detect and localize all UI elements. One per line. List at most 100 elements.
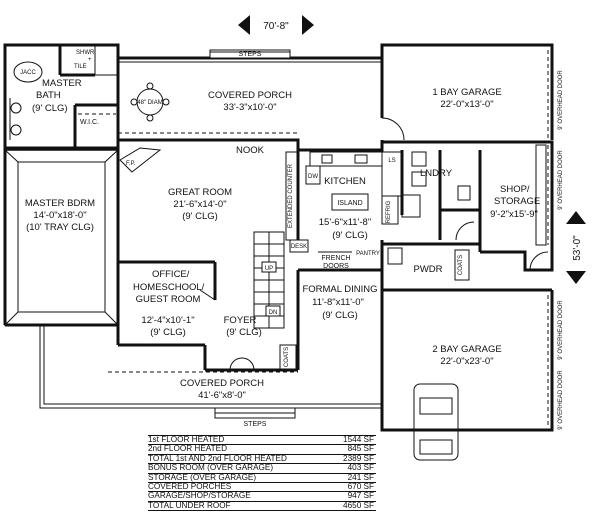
island-label: ISLAND	[337, 200, 362, 207]
laundry: LNDRY	[400, 150, 480, 240]
table-diameter-label: 48" DIAM	[137, 100, 162, 106]
rear-porch-name: COVERED PORCH	[208, 90, 292, 101]
area-value: 2389 SF	[343, 453, 374, 463]
area-table: 1st FLOOR HEATED 1544 SF 2nd FLOOR HEATED…	[148, 435, 376, 512]
front-steps-label: STEPS	[244, 421, 267, 428]
master-bedroom: MASTER BDRM 14'-0"x18'-0" (10' TRAY CLG)	[4, 149, 119, 326]
nook-label: NOOK	[236, 145, 265, 156]
area-value: 241 SF	[347, 472, 374, 482]
garage1-size: 22'-0"x13'-0"	[440, 99, 493, 110]
great-room: F.P. NOOK GREAT ROOM 21'-6"x14'-0" (9' C…	[118, 132, 298, 222]
area-row: TOTAL UNDER ROOF 4650 SF	[148, 500, 376, 512]
car-icon	[413, 383, 459, 461]
fireplace-label: F.P.	[126, 161, 136, 167]
garage2-size: 22'-0"x23'-0"	[440, 356, 493, 367]
area-label: BONUS ROOM (OVER GARAGE)	[148, 463, 274, 473]
area-value: 4650 SF	[343, 500, 374, 510]
area-value: 947 SF	[347, 491, 374, 501]
depth-dimension-marker: 53'-0"	[566, 211, 586, 284]
overhead-door-label-4: 9' OVERHEAD DOOR	[558, 370, 564, 430]
office: OFFICE/ HOMESCHOOL/ GUEST ROOM 12'-4"x10…	[118, 260, 217, 338]
refrigerator-label: REFRIG	[386, 200, 392, 223]
office-ceiling: (9' CLG)	[150, 327, 186, 338]
formal-dining-size: 11'-8"x11'-0"	[312, 297, 364, 308]
kitchen-size: 15'-6"x11'-8"	[319, 217, 371, 228]
area-value: 1544 SF	[343, 435, 374, 444]
area-label: TOTAL 1st AND 2nd FLOOR HEATED	[148, 453, 287, 463]
area-label: STORAGE (OVER GARAGE)	[148, 472, 257, 482]
jacuzzi-tub	[13, 61, 43, 83]
rear-steps-label: STEPS	[239, 51, 262, 58]
great-room-ceiling: (9' CLG)	[182, 211, 218, 222]
formal-dining-ceiling: (9' CLG)	[322, 310, 358, 321]
pantry-powder: PANTRY PWDR COATS	[356, 240, 480, 281]
width-dimension-marker: 70'-8"	[238, 15, 314, 35]
area-value: 403 SF	[347, 463, 374, 473]
area-row: 1st FLOOR HEATED 1544 SF	[148, 435, 376, 446]
kitchen-island	[331, 193, 369, 211]
shop-storage-size: 9'-2"x15'-9"	[490, 209, 538, 220]
great-room-size: 21'-6"x14'-0"	[173, 199, 226, 210]
overhead-door-label-3: 9' OVERHEAD DOOR	[558, 300, 564, 360]
stairs: UP DN	[253, 231, 285, 329]
front-porch-name: COVERED PORCH	[180, 378, 264, 389]
kitchen-ceiling: (9' CLG)	[332, 230, 368, 241]
front-porch: STEPS COVERED PORCH 41'-6"x8'-0"	[39, 325, 382, 428]
kitchen: EXTENDED COUNTER LS DW REFRIG ISLAND KIT…	[285, 150, 403, 253]
area-label: TOTAL UNDER ROOF	[148, 500, 231, 510]
area-label: GARAGE/SHOP/STORAGE	[148, 491, 251, 501]
foyer-coats-label: COATS	[284, 347, 290, 367]
master-bdrm-ceiling: (10' TRAY CLG)	[26, 222, 94, 233]
depth-dimension: 53'-0"	[572, 235, 583, 261]
master-bdrm-size: 14'-0"x18'-0"	[33, 210, 86, 221]
overhead-door-label-1: 9' OVERHEAD DOOR	[558, 70, 564, 130]
office-size: 12'-4"x10'-1"	[141, 315, 194, 326]
shower-label: SHWR+TILE	[74, 50, 95, 70]
area-row: GARAGE/SHOP/STORAGE 947 SF	[148, 491, 376, 502]
stairs-down-label: DN	[269, 310, 278, 316]
laundry-label: LNDRY	[420, 168, 453, 179]
overhead-door-label-2: 9' OVERHEAD DOOR	[558, 150, 564, 210]
area-row: COVERED PORCHES 670 SF	[148, 482, 376, 493]
pantry-label: PANTRY	[356, 251, 380, 257]
kitchen-name: KITCHEN	[324, 176, 366, 187]
garage2-name: 2 BAY GARAGE	[432, 344, 501, 355]
powder-label: PWDR	[413, 264, 442, 275]
formal-dining-name: FORMAL DINING	[302, 284, 377, 295]
area-value: 670 SF	[347, 482, 374, 492]
area-row: STORAGE (OVER GARAGE) 241 SF	[148, 472, 376, 484]
garage-two-bay: 2 BAY GARAGE 22'-0"x23'-0" 9' OVERHEAD D…	[380, 290, 564, 461]
stairs-up-label: UP	[265, 266, 273, 272]
foyer: FOYER (9' CLG) COATS	[224, 315, 297, 371]
shop-storage-name: SHOP/STORAGE	[494, 184, 540, 207]
jacc-label: JACC	[20, 70, 36, 76]
wic-label: W.I.C.	[80, 119, 99, 126]
extended-counter-label: EXTENDED COUNTER	[288, 163, 294, 228]
rear-porch-size: 33'-3"x10'-0"	[223, 102, 276, 113]
master-bath-ceiling: (9' CLG)	[32, 103, 68, 114]
lazy-susan-label: LS	[388, 158, 395, 164]
shop-storage: SHOP/STORAGE 9'-2"x15'-9" 9' OVERHEAD DO…	[455, 144, 564, 271]
garage-coats-label: COATS	[458, 255, 464, 275]
area-row: BONUS ROOM (OVER GARAGE) 403 SF	[148, 463, 376, 474]
width-dimension: 70'-8"	[263, 21, 289, 32]
area-label: 2nd FLOOR HEATED	[148, 444, 228, 454]
great-room-name: GREAT ROOM	[168, 187, 232, 198]
dishwasher-label: DW	[308, 174, 318, 180]
front-porch-size: 41'-6"x8'-0"	[198, 390, 246, 401]
office-name: OFFICE/ HOMESCHOOL/ GUEST ROOM	[133, 269, 207, 305]
garage-one-bay: 1 BAY GARAGE 22'-0"x13'-0" 9' OVERHEAD D…	[380, 43, 564, 142]
area-label: 1st FLOOR HEATED	[148, 435, 225, 444]
foyer-ceiling: (9' CLG)	[226, 327, 262, 338]
desk-label: DESK	[291, 244, 307, 250]
area-label: COVERED PORCHES	[148, 482, 232, 492]
garage1-name: 1 BAY GARAGE	[432, 87, 501, 98]
foyer-name: FOYER	[224, 315, 257, 326]
master-bdrm-name: MASTER BDRM	[25, 198, 95, 209]
